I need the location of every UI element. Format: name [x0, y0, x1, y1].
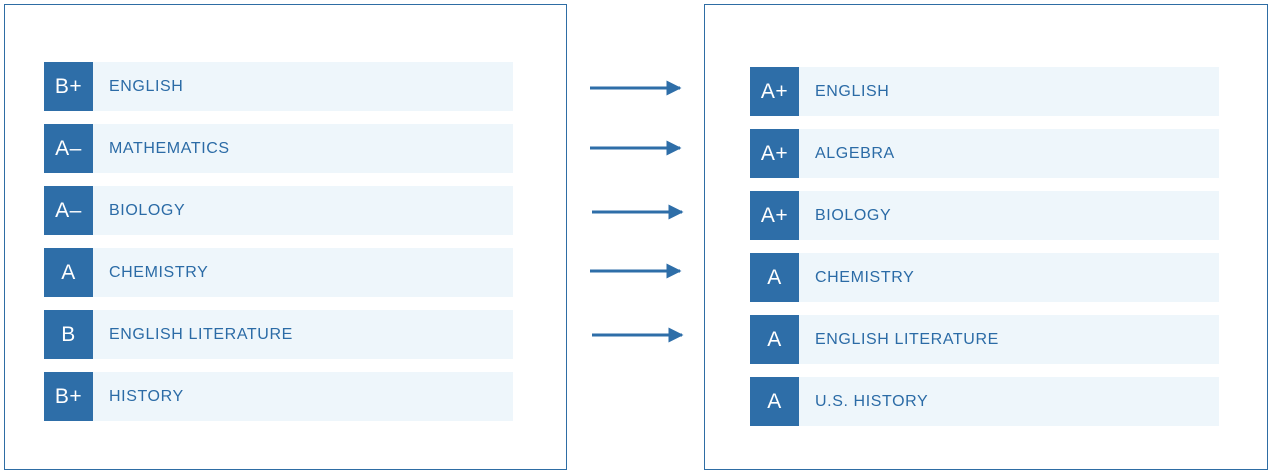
- before-grades-panel: B+ ENGLISH A– MATHEMATICS A– BIOLOGY A C…: [4, 4, 567, 470]
- grade-badge: B+: [44, 62, 93, 111]
- grade-row-algebra: A+ ALGEBRA: [750, 129, 1219, 178]
- transition-arrows: [590, 80, 684, 343]
- grade-row-biology: A– BIOLOGY: [44, 186, 513, 235]
- subject-label: BIOLOGY: [815, 206, 892, 224]
- after-grades-list: A+ ENGLISH A+ ALGEBRA A+ BIOLOGY A CHEMI…: [750, 67, 1219, 439]
- grade-badge: B+: [44, 372, 93, 421]
- grade-row-english: B+ ENGLISH: [44, 62, 513, 111]
- subject-label: ENGLISH: [109, 77, 184, 95]
- subject-label: CHEMISTRY: [109, 263, 209, 281]
- grade-badge: A+: [750, 67, 799, 116]
- subject-label: ENGLISH LITERATURE: [815, 330, 999, 348]
- subject-label: ENGLISH LITERATURE: [109, 325, 293, 343]
- grade-badge: A+: [750, 129, 799, 178]
- grade-row-chemistry: A CHEMISTRY: [750, 253, 1219, 302]
- subject-label: MATHEMATICS: [109, 139, 230, 157]
- grade-badge: A+: [750, 191, 799, 240]
- grade-badge: A–: [44, 124, 93, 173]
- subject-label: BIOLOGY: [109, 201, 186, 219]
- grade-row-mathematics: A– MATHEMATICS: [44, 124, 513, 173]
- grade-row-chemistry: A CHEMISTRY: [44, 248, 513, 297]
- grade-badge: A: [44, 248, 93, 297]
- grade-row-us-history: A U.S. HISTORY: [750, 377, 1219, 426]
- grade-badge: A: [750, 377, 799, 426]
- subject-label: ALGEBRA: [815, 144, 895, 162]
- subject-label: HISTORY: [109, 387, 184, 405]
- grade-row-english-literature: A ENGLISH LITERATURE: [750, 315, 1219, 364]
- grade-row-english: A+ ENGLISH: [750, 67, 1219, 116]
- grade-badge: A–: [44, 186, 93, 235]
- after-grades-panel: A+ ENGLISH A+ ALGEBRA A+ BIOLOGY A CHEMI…: [704, 4, 1268, 470]
- before-grades-list: B+ ENGLISH A– MATHEMATICS A– BIOLOGY A C…: [44, 62, 513, 434]
- subject-label: U.S. HISTORY: [815, 392, 929, 410]
- grade-row-english-literature: B ENGLISH LITERATURE: [44, 310, 513, 359]
- grade-row-biology: A+ BIOLOGY: [750, 191, 1219, 240]
- grade-badge: B: [44, 310, 93, 359]
- subject-label: ENGLISH: [815, 82, 890, 100]
- grade-row-history: B+ HISTORY: [44, 372, 513, 421]
- subject-label: CHEMISTRY: [815, 268, 915, 286]
- grade-badge: A: [750, 315, 799, 364]
- grade-badge: A: [750, 253, 799, 302]
